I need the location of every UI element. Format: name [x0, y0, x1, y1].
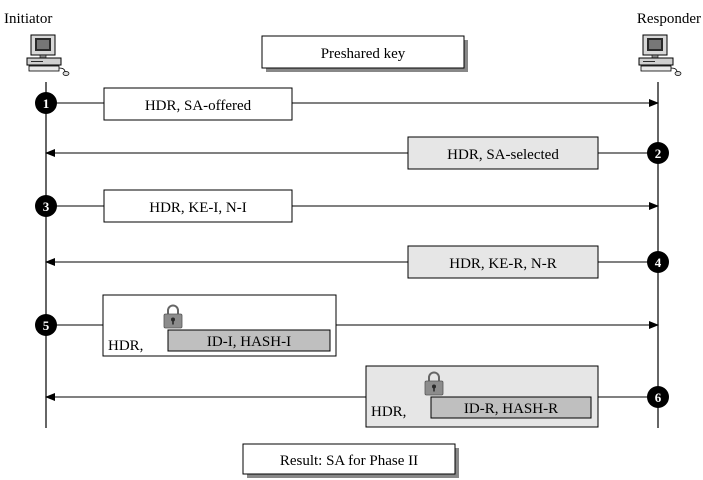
step-2-number: 2: [655, 146, 662, 161]
initiator-label: Initiator: [4, 11, 52, 27]
message-3-label: HDR, KE-I, N-I: [149, 200, 246, 216]
message-4-box: [407, 245, 599, 279]
preshared-key-label: Preshared key: [321, 46, 406, 62]
step-5-badge: [35, 314, 57, 336]
message-5-encrypted-label: ID-I, HASH-I: [207, 334, 291, 350]
message-6-encrypted-payload: [430, 396, 592, 419]
initiator-computer-icon: [26, 34, 70, 76]
result-label: Result: SA for Phase II: [280, 453, 418, 469]
message-1-label: HDR, SA-offered: [145, 98, 252, 114]
message-6-encrypted-label: ID-R, HASH-R: [464, 401, 558, 417]
result-box: [242, 443, 456, 475]
responder-computer-icon: [638, 34, 682, 76]
step-6-number: 6: [655, 390, 662, 405]
preshared-key-box: [261, 35, 465, 69]
message-2-box: [407, 136, 599, 170]
step-4-badge: [647, 251, 669, 273]
message-6-prefix: HDR,: [371, 404, 406, 420]
step-1-number: 1: [43, 96, 50, 111]
message-5-prefix: HDR,: [108, 338, 143, 354]
message-2-label: HDR, SA-selected: [447, 147, 559, 163]
message-5-encrypted-payload: [167, 329, 331, 352]
message-3-box: [103, 189, 293, 223]
message-4-label: HDR, KE-R, N-R: [449, 256, 557, 272]
responder-label: Responder: [637, 11, 701, 27]
step-5-number: 5: [43, 318, 50, 333]
step-6-badge: [647, 386, 669, 408]
step-3-number: 3: [43, 199, 50, 214]
step-4-number: 4: [655, 255, 662, 270]
message-1-box: [103, 87, 293, 121]
step-2-badge: [647, 142, 669, 164]
step-3-badge: [35, 195, 57, 217]
step-1-badge: [35, 92, 57, 114]
